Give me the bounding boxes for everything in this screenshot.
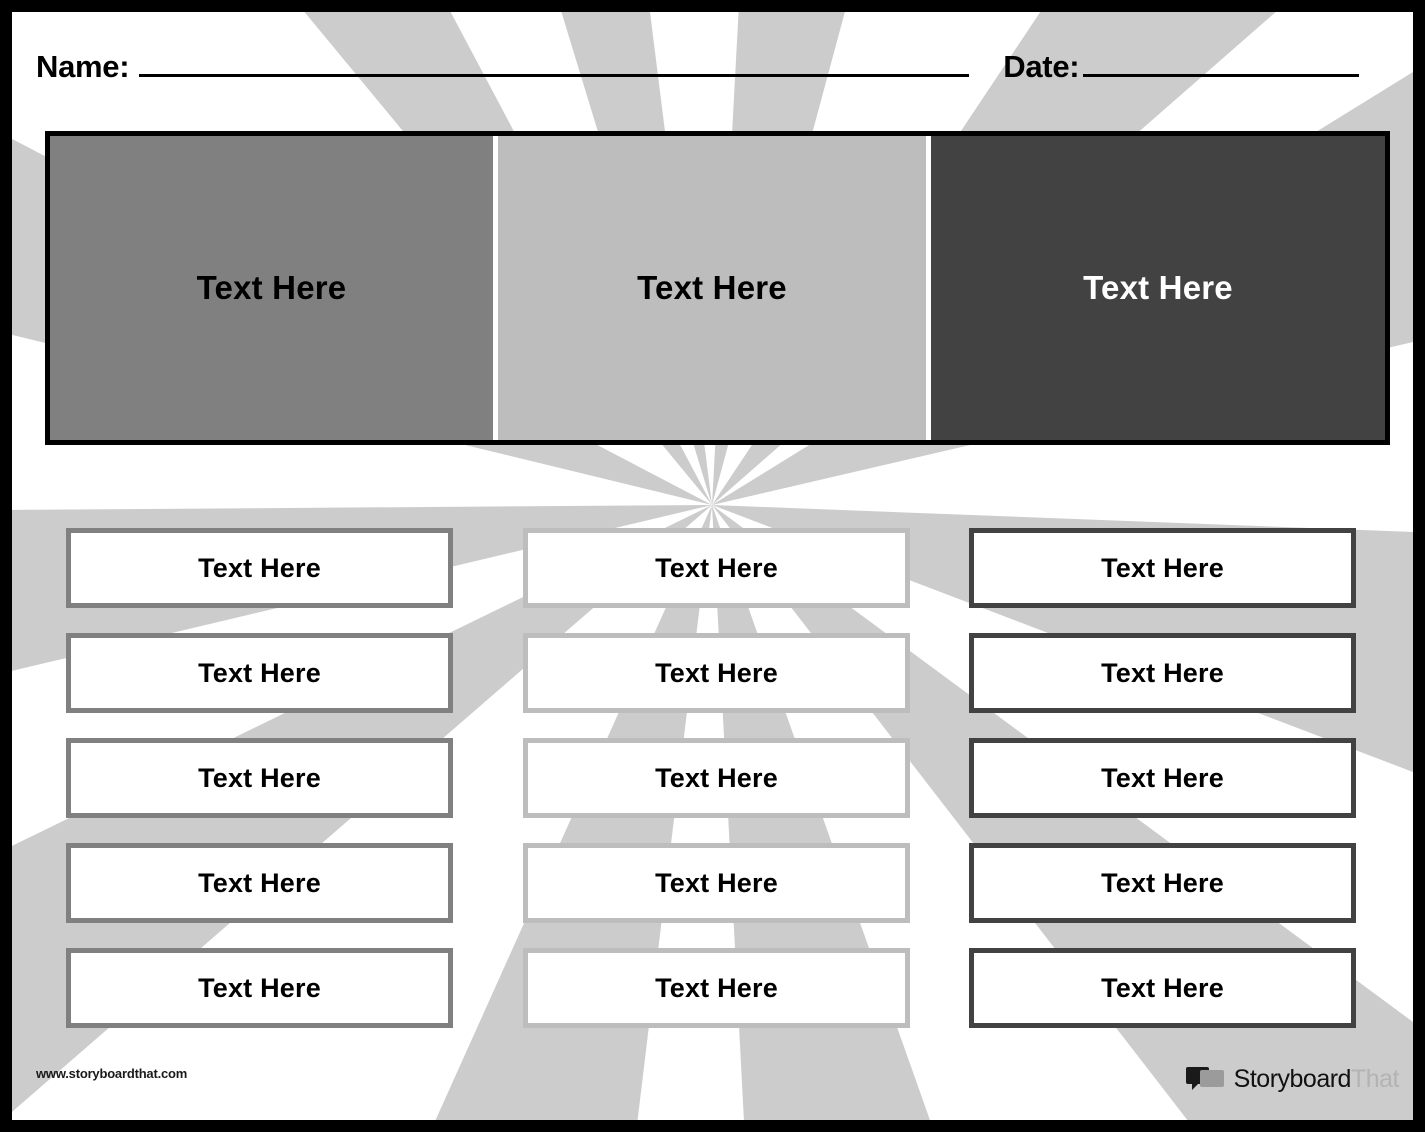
brand-primary: Storyboard (1233, 1064, 1352, 1093)
card-left-3[interactable]: Text Here (66, 738, 453, 818)
brand-wordmark: StoryboardThat (1233, 1064, 1400, 1094)
storyboardthat-logo[interactable]: StoryboardThat (1185, 1064, 1400, 1094)
band-panel-2-label: Text Here (637, 269, 787, 306)
card-right-1[interactable]: Text Here (969, 528, 1356, 608)
card-label: Text Here (198, 972, 321, 1003)
card-left-1[interactable]: Text Here (66, 528, 453, 608)
card-column-right: Text Here Text Here Text Here Text Here … (969, 528, 1356, 1053)
worksheet-canvas: Name: Date: Text Here Text Here Text Her… (12, 12, 1413, 1120)
band-panel-1-label: Text Here (196, 269, 347, 306)
header-band: Text Here Text Here Text Here (45, 131, 1390, 445)
card-right-4[interactable]: Text Here (969, 843, 1356, 923)
card-column-left: Text Here Text Here Text Here Text Here … (66, 528, 453, 1053)
name-input-line[interactable] (139, 48, 970, 77)
card-label: Text Here (1101, 552, 1224, 583)
card-middle-5[interactable]: Text Here (523, 948, 910, 1028)
card-label: Text Here (655, 762, 778, 793)
card-right-3[interactable]: Text Here (969, 738, 1356, 818)
band-panel-3[interactable]: Text Here (931, 136, 1385, 440)
card-label: Text Here (198, 867, 321, 898)
name-date-row: Name: Date: (12, 12, 1413, 120)
card-label: Text Here (198, 552, 321, 583)
card-label: Text Here (1101, 867, 1224, 898)
card-right-2[interactable]: Text Here (969, 633, 1356, 713)
card-label: Text Here (1101, 657, 1224, 688)
footer-url[interactable]: www.storyboardthat.com (36, 1066, 188, 1081)
card-grid: Text Here Text Here Text Here Text Here … (12, 528, 1413, 1068)
card-right-5[interactable]: Text Here (969, 948, 1356, 1028)
card-middle-4[interactable]: Text Here (523, 843, 910, 923)
card-middle-1[interactable]: Text Here (523, 528, 910, 608)
brand-secondary: That (1350, 1064, 1400, 1093)
card-label: Text Here (198, 762, 321, 793)
card-left-5[interactable]: Text Here (66, 948, 453, 1028)
card-label: Text Here (655, 657, 778, 688)
name-label: Name: (36, 48, 130, 84)
band-panel-3-label: Text Here (1083, 269, 1233, 306)
card-label: Text Here (655, 552, 778, 583)
date-input-line[interactable] (1083, 48, 1360, 77)
card-left-2[interactable]: Text Here (66, 633, 453, 713)
card-left-4[interactable]: Text Here (66, 843, 453, 923)
card-label: Text Here (1101, 762, 1224, 793)
card-middle-2[interactable]: Text Here (523, 633, 910, 713)
band-panel-1[interactable]: Text Here (50, 136, 498, 440)
speech-bubbles-icon (1185, 1064, 1226, 1094)
card-label: Text Here (198, 657, 321, 688)
card-column-middle: Text Here Text Here Text Here Text Here … (523, 528, 910, 1053)
card-label: Text Here (655, 867, 778, 898)
name-field[interactable]: Name: (36, 48, 970, 85)
card-label: Text Here (1101, 972, 1224, 1003)
card-middle-3[interactable]: Text Here (523, 738, 910, 818)
date-field[interactable]: Date: (1003, 48, 1360, 85)
band-panel-2[interactable]: Text Here (498, 136, 931, 440)
card-label: Text Here (655, 972, 778, 1003)
date-label: Date: (1003, 48, 1080, 84)
